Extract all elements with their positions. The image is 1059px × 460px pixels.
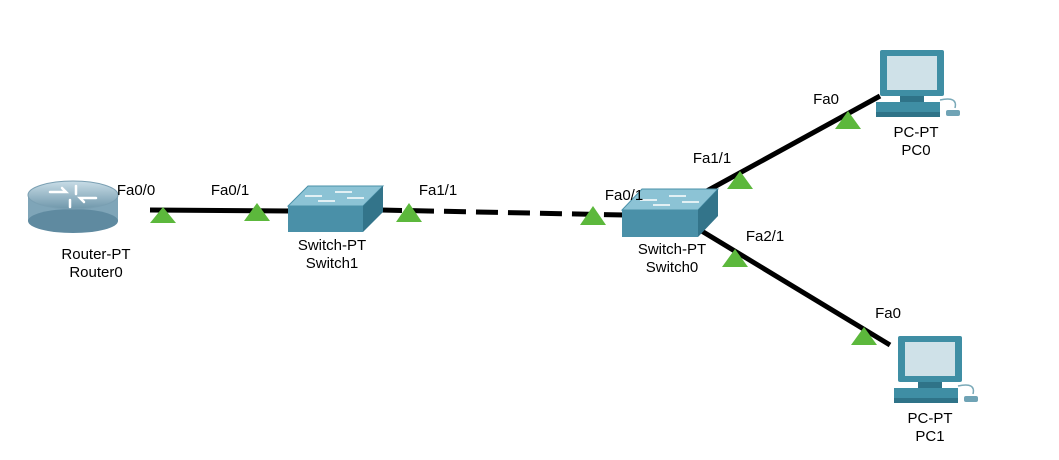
router0[interactable]: Router-PT Router0 bbox=[27, 180, 131, 281]
router0-name-label: Router0 bbox=[69, 264, 122, 281]
switch0[interactable]: Switch-PT Switch0 bbox=[620, 188, 720, 276]
pc1-port-label: Fa0 bbox=[875, 305, 901, 322]
port-indicator-switch1-fa1-1 bbox=[396, 203, 422, 222]
pc-icon bbox=[894, 336, 978, 403]
pc0-port-label: Fa0 bbox=[813, 91, 839, 108]
router0-port-label: Fa0/0 bbox=[117, 182, 155, 199]
link-switch1-switch0[interactable] bbox=[379, 207, 626, 218]
router-icon bbox=[27, 180, 119, 233]
port-indicator-pc0-fa0 bbox=[835, 111, 861, 129]
pc1-name-label: PC1 bbox=[915, 428, 944, 445]
port-indicator-switch0-fa0-1 bbox=[580, 206, 606, 225]
link-router0-switch1[interactable] bbox=[149, 207, 291, 214]
switch1[interactable]: Switch-PT Switch1 bbox=[286, 185, 385, 272]
port-indicator-switch1-fa0-1 bbox=[244, 203, 270, 221]
port-indicator-switch0-fa1-1 bbox=[727, 171, 753, 189]
port-indicator-pc1-fa0 bbox=[851, 327, 877, 345]
port-indicator-router0-fa0-0 bbox=[150, 207, 176, 223]
switch0-port-label-fa2-1: Fa2/1 bbox=[746, 228, 784, 245]
pc0-type-label: PC-PT bbox=[894, 124, 939, 141]
link-switch0-pc1[interactable] bbox=[698, 227, 892, 348]
port-indicators bbox=[150, 111, 877, 345]
pc1-type-label: PC-PT bbox=[908, 410, 953, 427]
switch0-name-label: Switch0 bbox=[646, 259, 699, 276]
switch1-type-label: Switch-PT bbox=[298, 237, 366, 254]
pc0[interactable]: Fa0 PC-PT PC0 bbox=[813, 50, 960, 159]
link-switch0-pc0[interactable] bbox=[703, 93, 882, 195]
switch1-port-label-fa1-1: Fa1/1 bbox=[419, 182, 457, 199]
switch1-name-label: Switch1 bbox=[306, 255, 359, 272]
switch0-port-label-fa0-1: Fa0/1 bbox=[605, 187, 643, 204]
switch1-port-label-fa0-1: Fa0/1 bbox=[211, 182, 249, 199]
switch0-type-label: Switch-PT bbox=[638, 241, 706, 258]
port-indicator-switch0-fa2-1 bbox=[722, 249, 748, 267]
switch-icon bbox=[286, 185, 385, 232]
switch0-port-label-fa1-1: Fa1/1 bbox=[693, 150, 731, 167]
pc0-name-label: PC0 bbox=[901, 142, 930, 159]
pc1[interactable]: Fa0 PC-PT PC1 bbox=[875, 305, 978, 445]
links bbox=[149, 93, 892, 348]
pc-icon bbox=[876, 50, 960, 117]
port-labels: Fa0/0 Fa0/1 Fa1/1 Fa0/1 Fa1/1 Fa2/1 bbox=[117, 150, 784, 245]
switch-icon bbox=[620, 188, 720, 237]
router0-type-label: Router-PT bbox=[61, 246, 130, 263]
